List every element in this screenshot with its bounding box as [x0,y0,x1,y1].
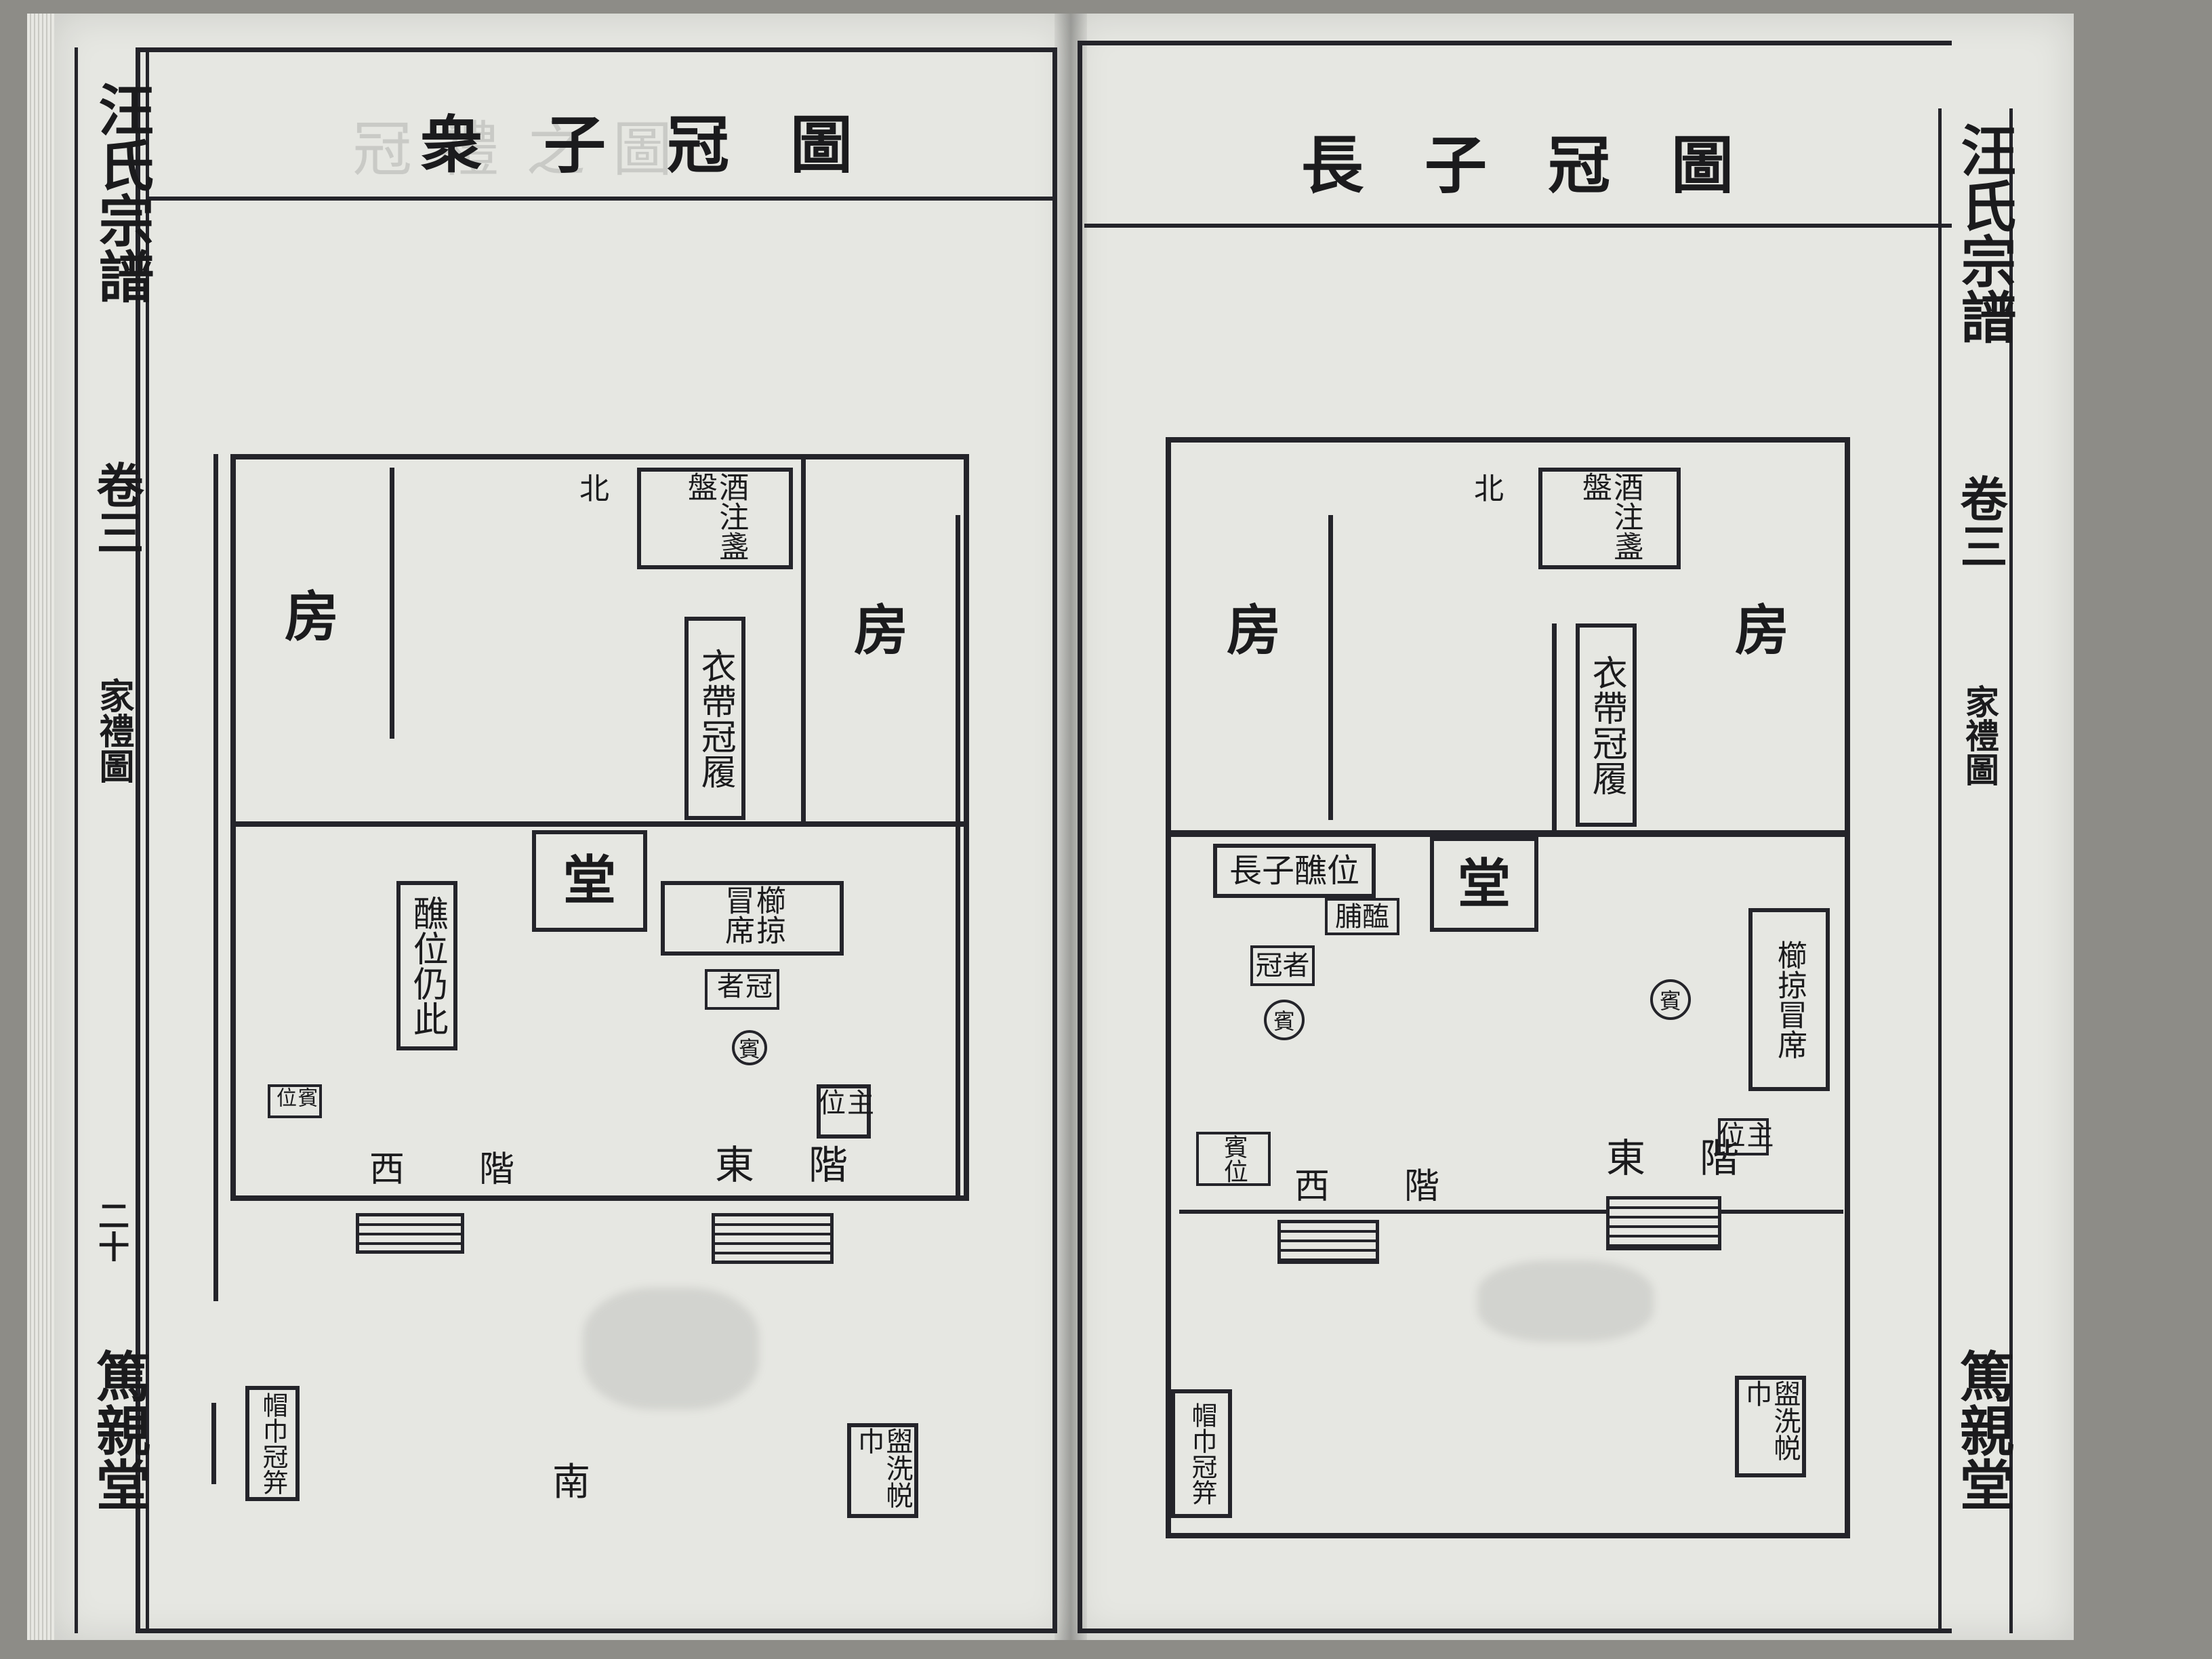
left-page-title: 衆子冠圖 [420,108,914,182]
left-spine-section: 家禮圖 [93,678,134,783]
left-spine-page: 二十 [94,1200,130,1262]
left-court-side [213,454,218,1301]
left-hat-box: 帽巾冠笄 [245,1386,300,1501]
left-seat-box: 醮位仍此 [396,881,457,1050]
right-west-stairs [1277,1220,1379,1264]
left-outer-frame [136,47,1057,1633]
right-spine-band [1938,108,2013,1633]
left-spine-hall: 篤親堂 [87,1349,151,1511]
right-title-rule [1084,224,1952,228]
left-spine-volume: 卷三 [89,461,145,556]
left-guest-pos: 賓位 [268,1084,322,1118]
right-host-pos: 主位 [1714,1118,1774,1155]
left-room-screen [390,468,394,739]
right-page-stain [1477,1261,1654,1342]
left-items-box: 櫛掠冒席 [661,881,844,956]
right-small-box: 冠者 [1250,945,1315,986]
left-circle-mark: 賓 [732,1030,767,1065]
right-room-left: 房 [1227,598,1281,662]
right-guest-pos: 賓位 [1196,1132,1271,1186]
left-east-stairs [712,1213,834,1264]
left-east-steps: 東階 [715,1142,903,1188]
left-court-end [211,1403,216,1484]
right-wine-box: 酒注盞盤 [1538,468,1681,569]
right-page [1071,14,2074,1640]
left-ghost-title: 冠禮之圖 [352,115,700,184]
right-sub-box: 脯醢 [1325,898,1399,935]
right-seat-box: 長子醮位 [1213,844,1376,898]
left-room-right: 房 [854,598,908,662]
right-outer-frame [1078,41,1952,1633]
left-clothes-box: 衣帶冠履 [684,617,745,820]
left-wash-box: 盥洗帨巾 [847,1423,918,1518]
left-page [54,14,1071,1640]
right-spine-title: 汪氏宗譜 [1951,122,2016,344]
right-circle-left: 賓 [1264,1000,1305,1040]
right-clothes-box: 衣帶冠履 [1576,623,1637,827]
right-circle-right: 賓 [1650,979,1691,1020]
right-items-box: 櫛掠冒席 [1748,908,1830,1091]
left-north-label: 北 [579,472,609,506]
left-spine-band [75,47,149,1633]
right-spine-volume: 卷三 [1952,474,2009,569]
left-court-rule [230,1196,969,1200]
right-room-screen [1328,515,1333,820]
left-south-label: 南 [552,1460,590,1504]
left-room-divider [801,454,806,827]
right-room-divider [1552,623,1557,834]
right-hall-box: 堂 [1430,837,1538,932]
left-host-pos: 主位 [814,1084,874,1139]
left-page-stain [583,1288,759,1410]
right-east-steps: 東階 [1606,1135,1794,1181]
right-court-rule [1179,1210,1843,1214]
right-west-steps: 西階 [1294,1166,1515,1207]
left-room-left: 房 [285,585,339,649]
right-hall-frame [1166,830,1850,1538]
left-spine-title: 汪氏宗譜 [89,81,154,304]
right-wash-box: 盥洗帨巾 [1735,1376,1806,1477]
right-spine-section: 家禮圖 [1960,684,2000,786]
left-wine-box: 酒注盞盤 [637,468,793,569]
left-small-box: 冠者 [705,969,779,1010]
right-spine-hall: 篤親堂 [1951,1349,2015,1511]
right-hat-box: 帽巾冠笄 [1171,1389,1232,1518]
left-west-stairs [356,1213,464,1254]
right-east-stairs [1606,1196,1721,1250]
left-hall-box: 堂 [532,830,647,932]
right-room-right: 房 [1735,598,1789,662]
left-title-rule [149,197,1057,201]
right-north-label: 北 [1474,472,1504,506]
left-court-side-right [956,515,960,1200]
left-west-steps: 西階 [369,1149,590,1190]
right-page-title: 長子冠圖 [1301,129,1795,202]
